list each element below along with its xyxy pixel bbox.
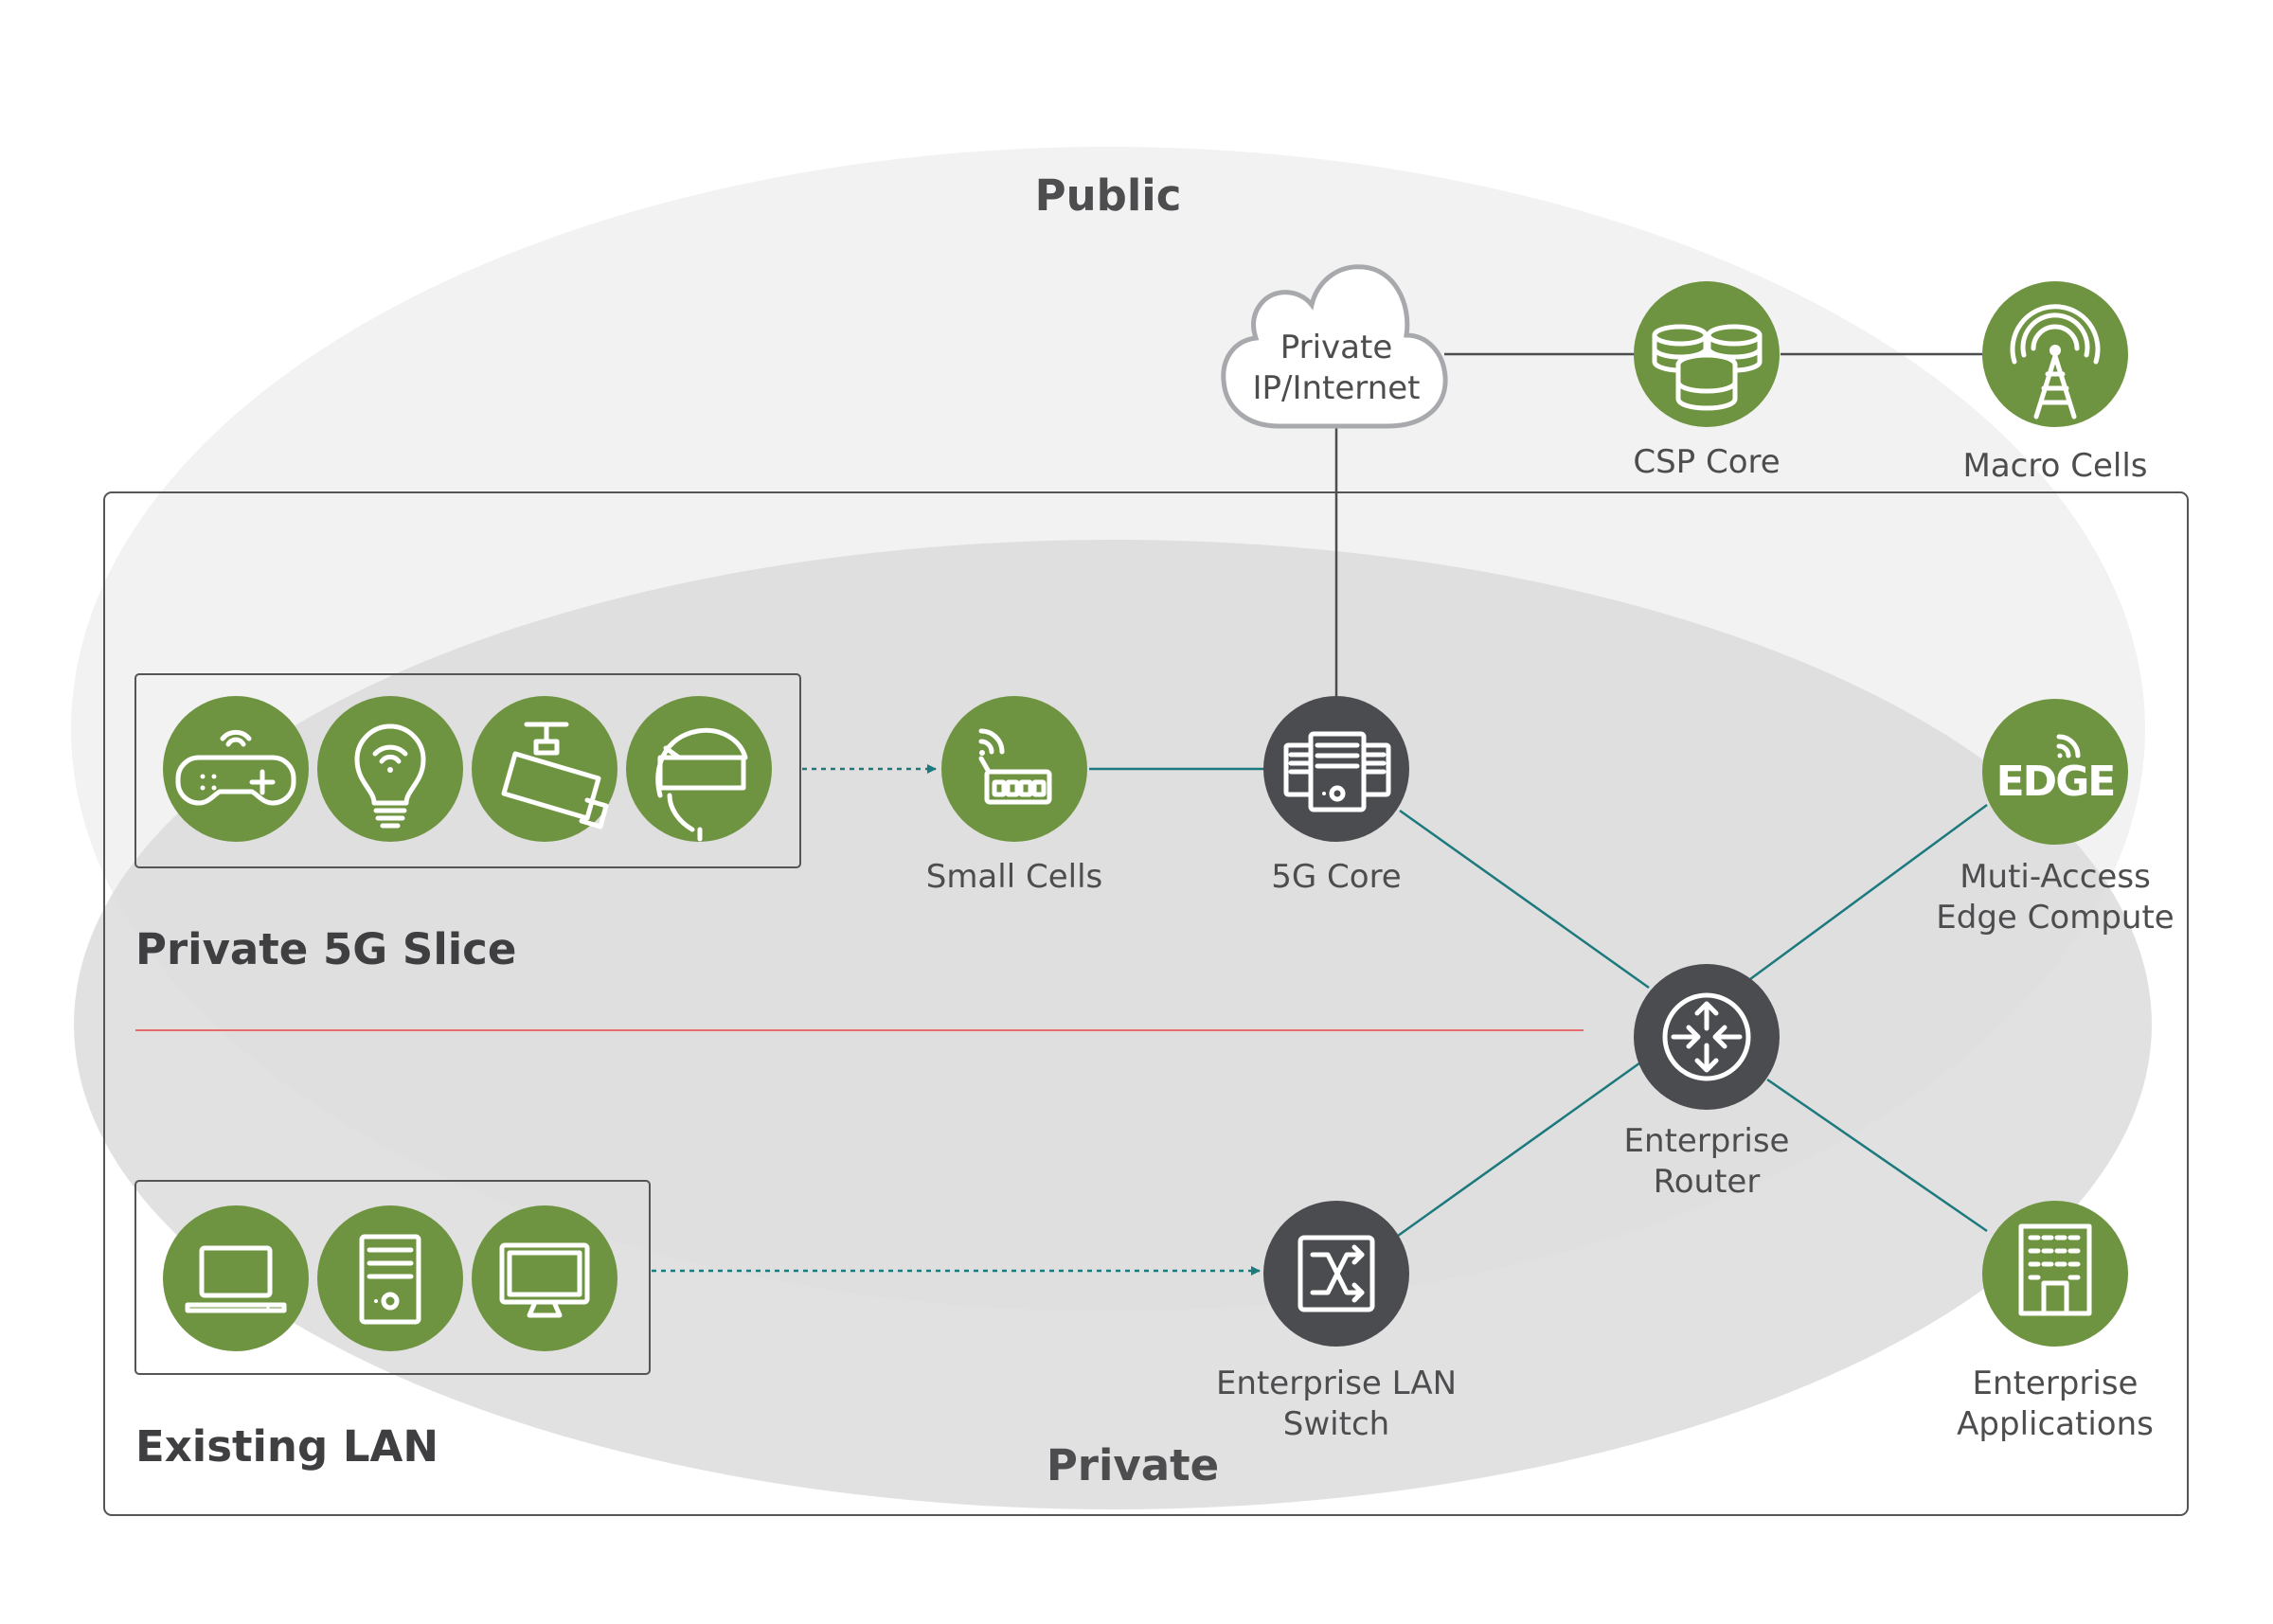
slice-devices-box <box>134 673 801 868</box>
gamepad-icon <box>175 729 296 806</box>
lan-switch-label-line2: Switch <box>1283 1405 1389 1443</box>
router-label-line2: Router <box>1654 1163 1761 1201</box>
security-camera-icon <box>501 722 609 830</box>
private-zone <box>74 540 2152 1509</box>
enterprise-apps-label-line2: Applications <box>1957 1405 2154 1443</box>
5g-core-node: 5G Core <box>1263 696 1409 896</box>
desktop-tower-icon <box>359 1234 421 1325</box>
smart-bulb-icon <box>354 723 426 829</box>
csp-core-label: CSP Core <box>1633 443 1780 481</box>
router-links <box>1397 803 1988 1238</box>
laptop-device <box>163 1205 309 1351</box>
enterprise-router-node: Enterprise Router <box>1624 964 1790 1201</box>
security-camera-device <box>472 696 617 842</box>
public-links <box>1089 352 1982 771</box>
enterprise-applications-node: Enterprise Applications <box>1957 1201 2154 1443</box>
enterprise-boundary <box>103 491 2189 1516</box>
switch-arrows-icon <box>1298 1235 1375 1312</box>
private-5g-slice-label: Private 5G Slice <box>135 924 516 974</box>
link-5gcore-router <box>1399 809 1650 990</box>
lan-devices-box <box>134 1180 651 1375</box>
cell-tower-icon <box>2010 304 2101 419</box>
smart-bulb-device <box>317 696 463 842</box>
mec-label-line1: Muti-Access <box>1960 858 2151 896</box>
macro-cells-node: Macro Cells <box>1963 281 2148 485</box>
private-ip-internet-node: Private IP/Internet <box>1221 264 1448 429</box>
lan-switch-label-line1: Enterprise LAN <box>1216 1365 1457 1402</box>
cloud-label-line2: IP/Internet <box>1253 369 1421 407</box>
link-router-mec <box>1749 803 1988 981</box>
database-icon <box>1652 324 1763 411</box>
server-rack-icon <box>1283 731 1391 812</box>
public-zone-label: Public <box>1035 170 1182 221</box>
cloud-label-line1: Private <box>1280 329 1393 366</box>
monitor-icon <box>499 1242 590 1318</box>
slice-devices <box>163 696 772 842</box>
desktop-tower-device <box>317 1205 463 1351</box>
link-router-apps <box>1766 1078 1988 1233</box>
enterprise-lan-switch-node: Enterprise LAN Switch <box>1216 1201 1457 1443</box>
wireless-signal-icon <box>2056 734 2081 758</box>
vr-headset-icon <box>655 727 748 842</box>
office-building-icon <box>2018 1223 2092 1316</box>
link-router-switch <box>1397 1059 1644 1238</box>
monitor-device <box>472 1205 617 1351</box>
5g-core-label: 5G Core <box>1271 858 1401 896</box>
small-cell-router-icon <box>978 728 1052 805</box>
enterprise-apps-label-line1: Enterprise <box>1973 1365 2139 1402</box>
mec-node: EDGE Muti-Access Edge Compute <box>1936 699 2175 937</box>
router-label-line1: Enterprise <box>1624 1122 1790 1160</box>
cloud-icon <box>1221 264 1448 429</box>
router-arrows-icon <box>1662 992 1751 1081</box>
gamepad-device <box>163 696 309 842</box>
macro-cells-label: Macro Cells <box>1963 447 2148 485</box>
vr-headset-device <box>626 696 772 842</box>
edge-badge: EDGE <box>1996 758 2115 806</box>
laptop-icon <box>185 1245 287 1313</box>
csp-core-node: CSP Core <box>1633 281 1781 481</box>
private-zone-label: Private <box>1047 1440 1219 1490</box>
small-cells-node: Small Cells <box>926 696 1103 896</box>
small-cells-label: Small Cells <box>926 858 1103 896</box>
lan-devices <box>163 1205 617 1351</box>
mec-label-line2: Edge Compute <box>1936 899 2174 937</box>
existing-lan-label: Existing LAN <box>135 1421 438 1472</box>
